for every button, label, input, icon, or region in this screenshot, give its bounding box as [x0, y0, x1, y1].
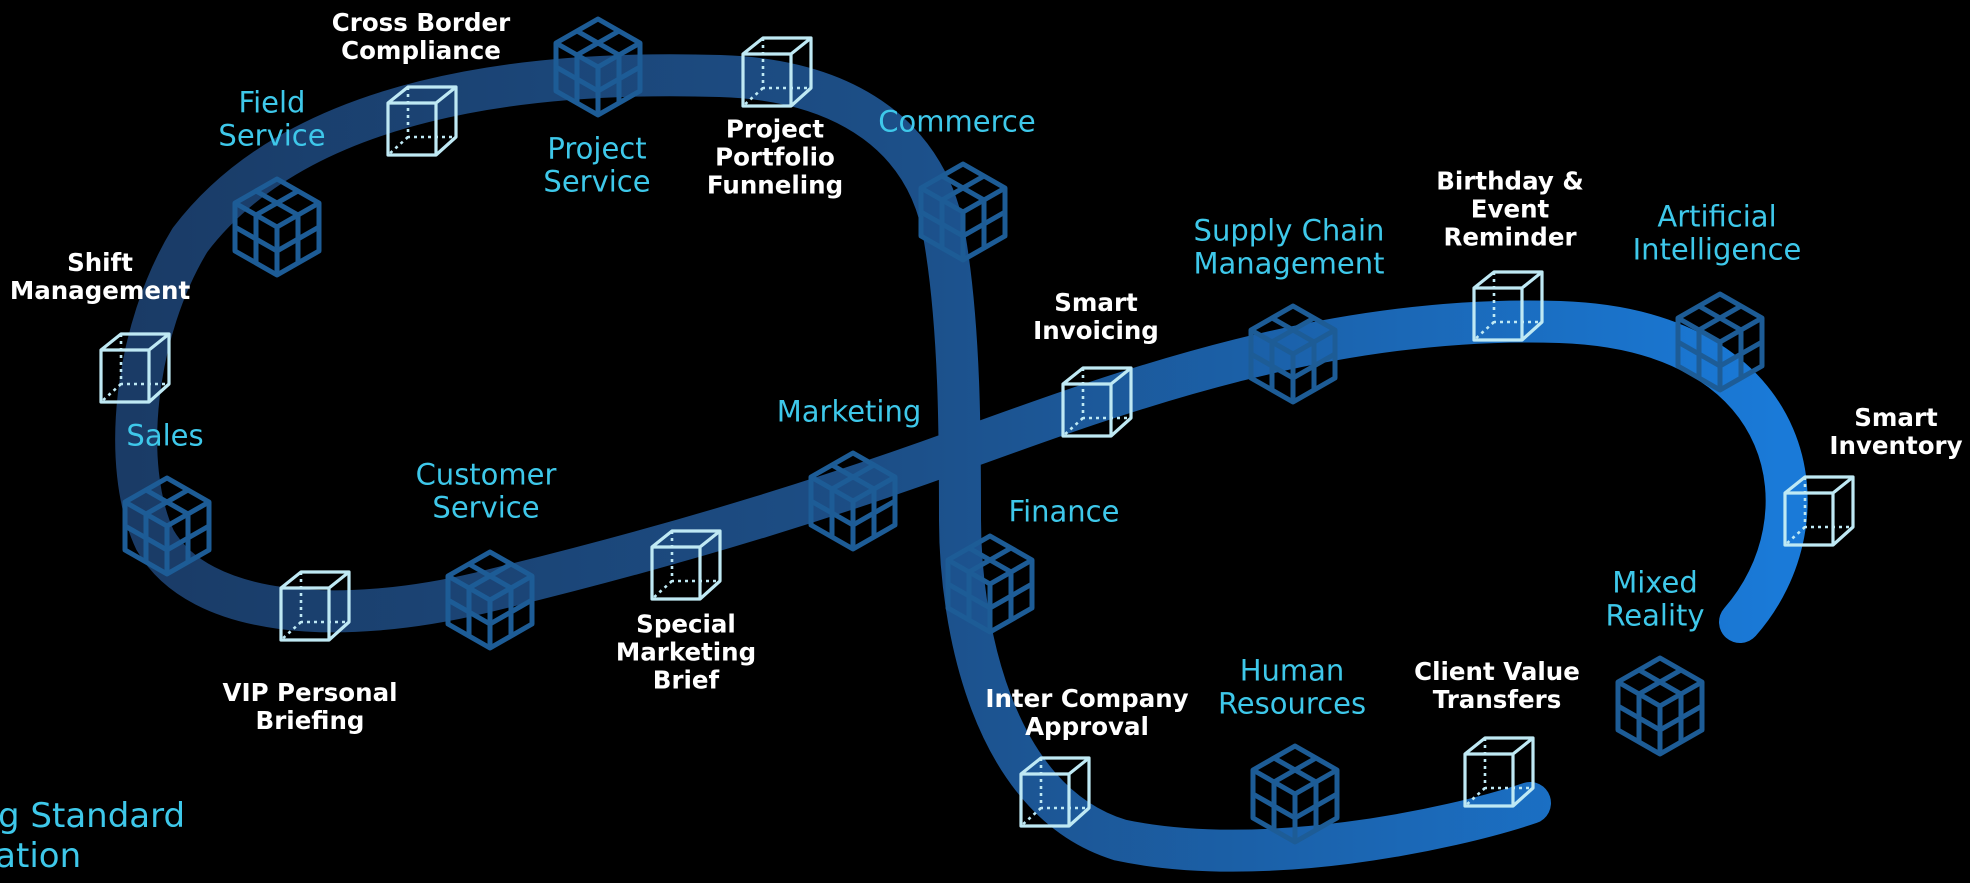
standard-app-label-sales: Sales [126, 418, 204, 453]
hex-cube-cluster-icon [1618, 658, 1702, 754]
hex-cube-cluster-icon [1253, 746, 1337, 842]
standard-app-label-mixed-reality: Mixed Reality [1605, 565, 1705, 633]
extension-label-shift-management: Shift Management [9, 247, 191, 305]
standard-app-label-human-resources: Human Resources [1217, 653, 1367, 721]
standard-app-label-commerce: Commerce [878, 104, 1036, 139]
standard-app-label-project-service: Project Service [543, 131, 651, 199]
extension-label-smart-invoicing: Smart Invoicing [1033, 287, 1159, 345]
hex-cube-cluster-icon [235, 179, 319, 275]
legend-standard-application: sting Standard plication [0, 796, 186, 876]
standard-app-label-finance: Finance [1008, 494, 1120, 529]
extension-label-project-portfolio-funneling: Project Portfolio Funneling [706, 114, 844, 201]
extension-label-smart-inventory: Smart Inventory [1829, 402, 1963, 460]
standard-app-label-field-service: Field Service [218, 85, 326, 153]
extension-label-birthday-event-reminder: Birthday & Event Reminder [1436, 166, 1584, 253]
standard-app-label-supply-chain-management: Supply Chain Management [1193, 213, 1385, 281]
standard-app-label-marketing: Marketing [776, 394, 922, 429]
extension-label-special-marketing-brief: Special Marketing Brief [615, 609, 757, 696]
extension-label-cross-border-compliance: Cross Border Compliance [331, 7, 511, 65]
extension-label-vip-personal-briefing: VIP Personal Briefing [222, 677, 398, 735]
standard-app-label-customer-service: Customer Service [415, 457, 557, 525]
extension-label-inter-company-approval: Inter Company Approval [985, 683, 1189, 741]
extension-label-client-value-transfers: Client Value Transfers [1414, 656, 1580, 714]
standard-app-label-artificial-intelligence: Artificial Intelligence [1632, 199, 1802, 267]
